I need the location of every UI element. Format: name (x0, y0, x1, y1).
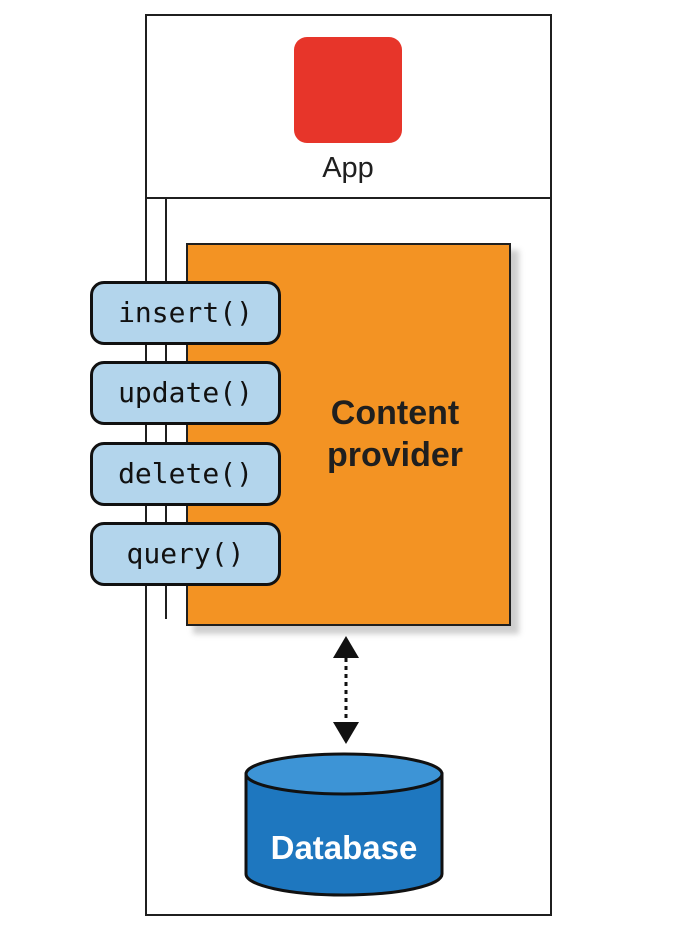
content-provider-label-line1: Content (330, 394, 460, 432)
method-insert: insert() (90, 281, 281, 345)
content-provider-label: Content provider (290, 392, 500, 476)
app-icon (294, 37, 402, 143)
app-section-divider (145, 197, 552, 199)
method-query: query() (90, 522, 281, 586)
arrow-head-up (333, 636, 359, 658)
method-update: update() (90, 361, 281, 425)
bidirectional-dotted-arrow (333, 636, 359, 744)
database-label: Database (270, 829, 418, 866)
content-provider-label-line2: provider (326, 436, 464, 474)
method-delete: delete() (90, 442, 281, 506)
database-icon (244, 752, 444, 897)
arrow-head-down (333, 722, 359, 744)
app-label: App (322, 152, 374, 184)
